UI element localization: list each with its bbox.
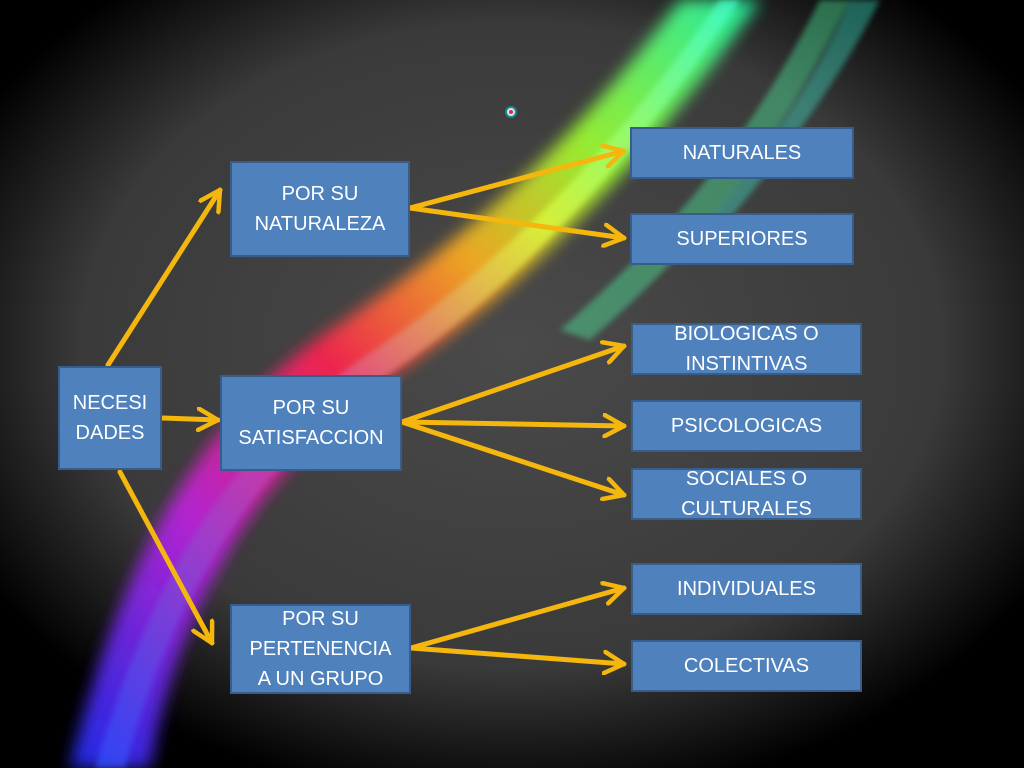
arrow-satisfaccion-to-sociales (399, 419, 627, 495)
category-node-pertenencia: POR SU PERTENENCIA A UN GRUPO (230, 604, 411, 694)
leaf-node-label: SUPERIORES (676, 228, 808, 250)
arrow-root-to-naturaleza (105, 187, 223, 368)
leaf-node-naturales: NATURALES (630, 127, 854, 179)
arrow-satisfaccion-to-biologicas (399, 346, 627, 425)
category-node-satisfaccion: POR SU SATISFACCION (220, 375, 402, 471)
leaf-node-sociales: SOCIALES O CULTURALES (631, 468, 862, 520)
arrow-naturaleza-to-naturales (407, 151, 627, 211)
leaf-node-individuales: INDIVIDUALES (631, 563, 862, 615)
category-node-naturaleza: POR SU NATURALEZA (230, 161, 410, 257)
category-node-label: POR SU NATURALEZA (254, 183, 386, 235)
leaf-node-psicologicas: PSICOLOGICAS (631, 400, 862, 452)
leaf-node-label: NATURALES (682, 142, 802, 164)
leaf-node-label: COLECTIVAS (683, 655, 810, 677)
category-node-label: POR SU SATISFACCION (238, 397, 384, 449)
leaf-node-label: PSICOLOGICAS (670, 415, 823, 437)
arrow-pertenencia-to-colectivas (408, 645, 627, 664)
arrow-root-to-pertenencia (117, 469, 215, 646)
arrow-satisfaccion-to-psicologicas (399, 422, 627, 426)
leaf-node-label: SOCIALES O CULTURALES (681, 468, 812, 520)
arrow-root-to-satisfaccion (160, 418, 221, 420)
leaf-node-superiores: SUPERIORES (630, 213, 854, 265)
root-node-label: NECESI DADES (72, 392, 148, 444)
root-node: NECESI DADES (58, 366, 162, 470)
marker-dot (505, 106, 517, 118)
arrow-naturaleza-to-superiores (407, 205, 627, 238)
leaf-node-label: INDIVIDUALES (677, 578, 816, 600)
category-node-label: POR SU PERTENENCIA A UN GRUPO (249, 608, 392, 690)
leaf-node-label: BIOLOGICAS O INSTINTIVAS (674, 323, 819, 375)
leaf-node-colectivas: COLECTIVAS (631, 640, 862, 692)
arrow-pertenencia-to-individuales (408, 588, 627, 651)
leaf-node-biologicas: BIOLOGICAS O INSTINTIVAS (631, 323, 862, 375)
